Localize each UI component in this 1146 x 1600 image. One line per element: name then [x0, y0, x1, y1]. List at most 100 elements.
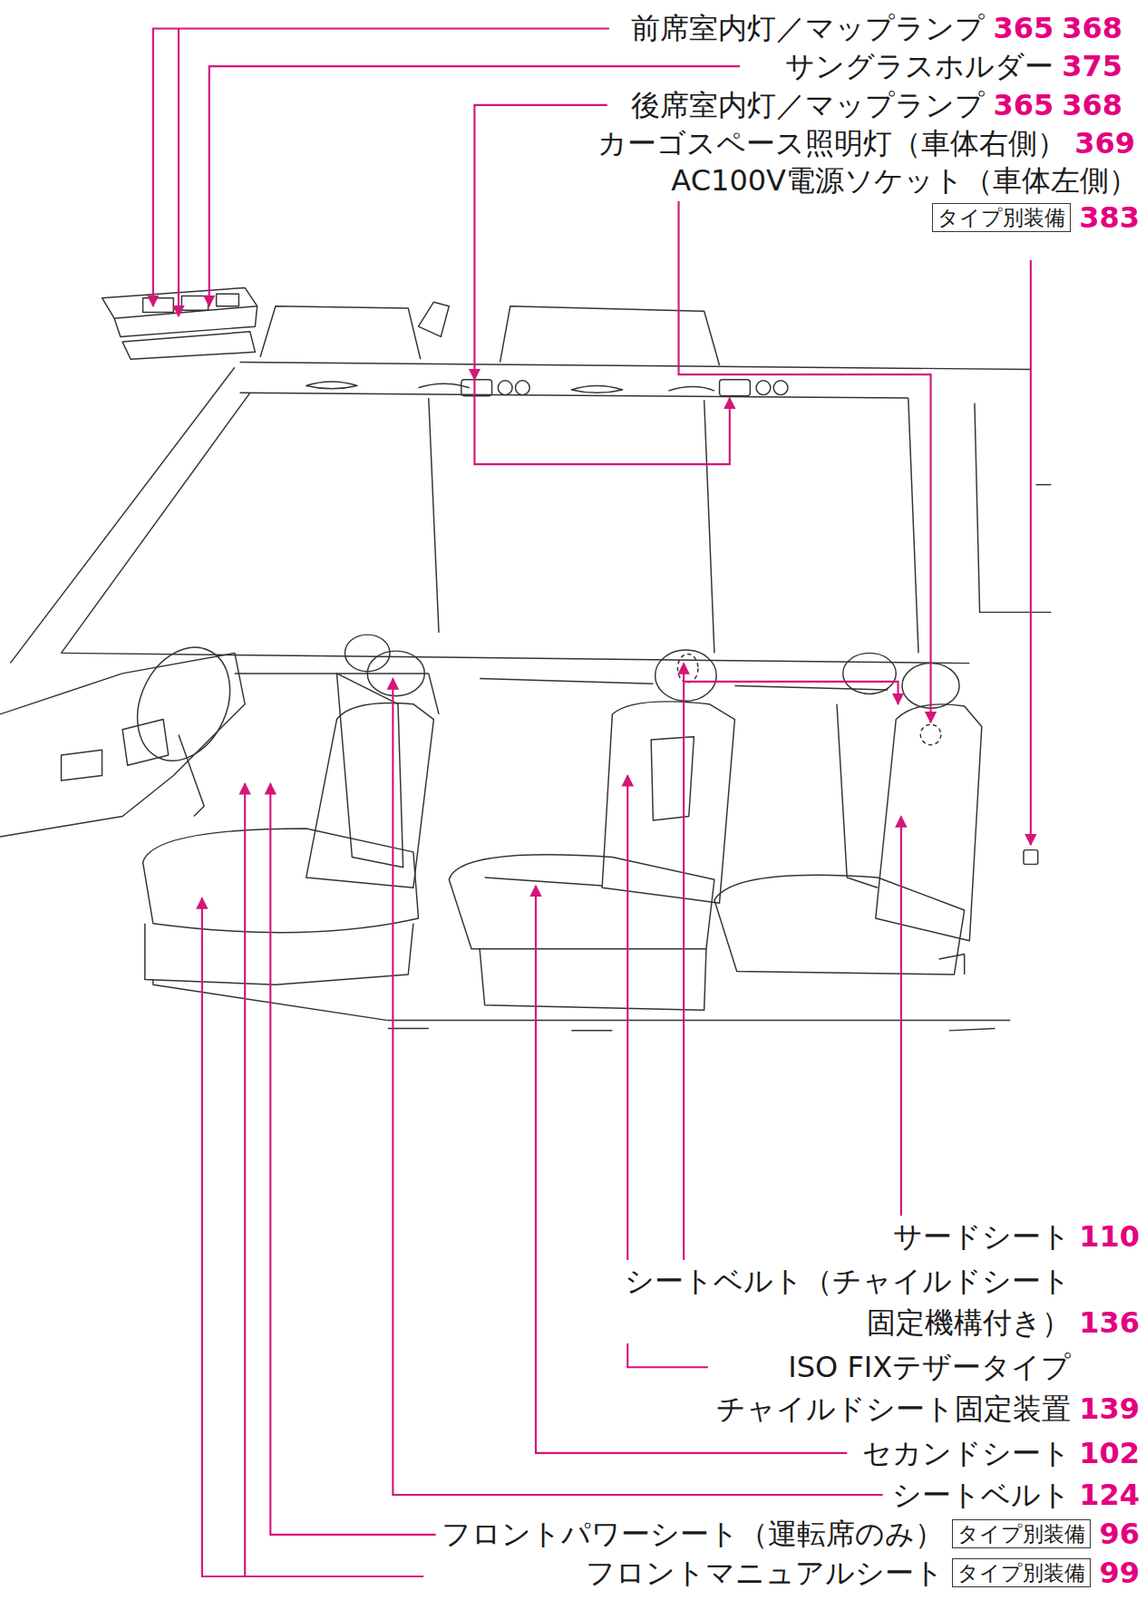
drawing-stroke: [417, 301, 449, 337]
drawing-stroke: [514, 380, 530, 396]
drawing-stroke: [939, 953, 965, 975]
drawing-stroke: [102, 287, 258, 319]
equipment-badge: タイプ別装備: [951, 1519, 1091, 1549]
drawing-stroke: [668, 387, 715, 392]
drawing-stroke: [485, 877, 603, 886]
label-row: サードシート110: [893, 1215, 1140, 1258]
drawing-stroke: [388, 1019, 1011, 1021]
drawing-stroke: [474, 379, 729, 465]
drawing-stroke: [920, 724, 942, 746]
drawing-stroke: [974, 403, 1051, 613]
label-row: シートベルト124: [892, 1474, 1140, 1516]
page-number: 369: [1074, 122, 1136, 165]
drawing-stroke: [875, 704, 982, 942]
drawing-stroke: [388, 1028, 429, 1030]
drawing-stroke: [448, 854, 715, 950]
badge-text: タイプ別装備: [957, 1522, 1086, 1546]
drawing-stroke: [417, 383, 469, 389]
page-number: 96: [1098, 1513, 1140, 1555]
label-row: セカンドシート102: [862, 1432, 1140, 1475]
drawing-stroke: [153, 29, 610, 307]
drawing-stroke: [756, 380, 771, 396]
drawing-stroke: [367, 650, 425, 697]
drawing-stroke: [500, 306, 720, 366]
drawing-stroke: [61, 392, 251, 653]
page-number: 136: [1078, 1301, 1140, 1344]
drawing-stroke: [571, 1029, 612, 1031]
drawing-stroke: [650, 737, 694, 821]
drawing-stroke: [428, 398, 439, 633]
page-number: 368: [1061, 7, 1123, 49]
drawing-stroke: [900, 815, 903, 1230]
drawing-stroke: [479, 949, 707, 1011]
part-name: サードシート: [893, 1215, 1071, 1258]
label-row: カーゴスペース照明灯（車体右側）369: [597, 122, 1136, 165]
drawing-stroke: [683, 681, 898, 705]
label-row: 前席室内灯／マップランプ365368: [631, 7, 1123, 49]
drawing-stroke: [9, 367, 235, 663]
label-row: タイプ別装備 383: [932, 196, 1140, 239]
drawing-stroke: [655, 650, 718, 701]
part-name: フロントパワーシート（運転席のみ）: [441, 1513, 944, 1555]
page-number: 99: [1098, 1552, 1140, 1594]
page-number: 365: [992, 84, 1054, 127]
page-number: 139: [1078, 1388, 1140, 1430]
drawing-stroke: [178, 734, 204, 816]
drawing-stroke: [240, 392, 909, 399]
label-row: AC100V電源ソケット（車体左側）: [670, 159, 1138, 202]
drawing-stroke: [260, 306, 421, 360]
drawing-stroke: [0, 287, 1051, 1030]
drawing-stroke: [734, 685, 888, 690]
part-name: 前席室内灯／マップランプ: [631, 7, 985, 49]
drawing-stroke: [240, 362, 1031, 370]
drawing-stroke: [119, 632, 248, 777]
drawing-stroke: [679, 165, 932, 723]
equipment-badge: タイプ別装備: [951, 1558, 1091, 1588]
drawing-stroke: [270, 783, 436, 1535]
drawing-stroke: [202, 898, 424, 1578]
drawing-stroke: [497, 380, 513, 396]
drawing-stroke: [474, 105, 607, 380]
part-name: AC100V電源ソケット（車体左側）: [670, 159, 1138, 202]
part-name: フロントマニュアルシート: [585, 1552, 944, 1594]
drawing-stroke: [216, 293, 240, 307]
label-row: シートベルト（チャイルドシート 固定機構付き）136: [617, 1260, 1140, 1344]
equipment-badge: タイプ別装備: [932, 203, 1071, 233]
drawing-stroke: [571, 385, 622, 393]
label-row: 後席室内灯／マップランプ365368: [631, 84, 1123, 127]
part-name: サングラスホルダー: [785, 45, 1054, 88]
drawing-stroke: [0, 652, 245, 837]
part-name: 後席室内灯／マップランプ: [631, 84, 985, 127]
page-number: 365: [992, 7, 1054, 49]
drawing-stroke: [461, 379, 493, 397]
page-number: 124: [1078, 1474, 1140, 1516]
drawing-stroke: [773, 380, 788, 396]
drawing-stroke: [843, 652, 897, 694]
badge-text: タイプ別装備: [937, 205, 1066, 230]
label-row: サングラスホルダー375: [785, 45, 1123, 88]
drawing-stroke: [949, 1029, 996, 1031]
page-number: 110: [1078, 1215, 1140, 1258]
leader-lines: [153, 29, 1031, 1578]
drawing-stroke: [145, 923, 414, 986]
part-name: カーゴスペース照明灯（車体右側）: [597, 122, 1067, 165]
badge-text: タイプ別装備: [957, 1561, 1086, 1585]
drawing-stroke: [177, 29, 180, 317]
drawing-stroke: [143, 298, 175, 313]
drawing-stroke: [1035, 484, 1051, 486]
drawing-stroke: [677, 654, 699, 684]
drawing-stroke: [714, 874, 965, 975]
label-row: フロントマニュアルシートタイプ別装備 99: [585, 1552, 1140, 1594]
drawing-stroke: [1029, 260, 1032, 845]
page-number: 383: [1078, 196, 1140, 239]
page-number: 375: [1061, 45, 1123, 88]
drawing-stroke: [602, 701, 735, 904]
label-row: ISO FIXテザータイプ チャイルドシート固定装置139: [708, 1346, 1140, 1430]
drawing-stroke: [908, 398, 919, 653]
drawing-stroke: [122, 331, 255, 360]
drawing-stroke: [61, 749, 103, 781]
drawing-stroke: [1023, 850, 1039, 865]
drawing-stroke: [306, 381, 358, 389]
label-row: フロントパワーシート（運転席のみ） タイプ別装備 96: [441, 1513, 1140, 1555]
